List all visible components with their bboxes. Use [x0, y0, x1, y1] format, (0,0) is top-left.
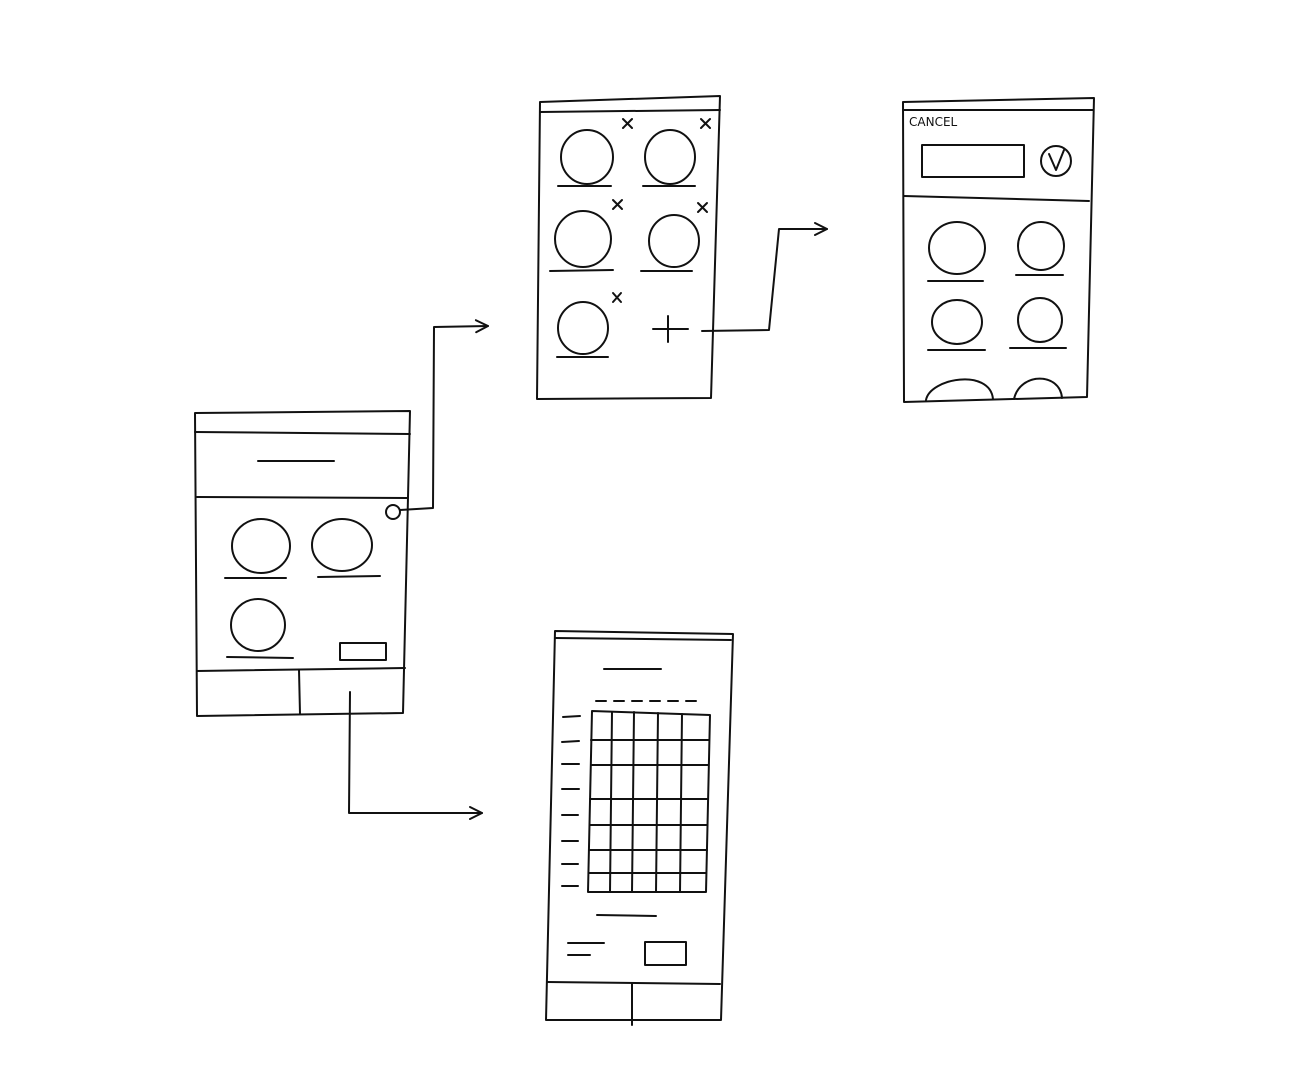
check-icon — [1048, 149, 1065, 171]
contact-avatar[interactable] — [644, 129, 696, 185]
remove-x-icon[interactable] — [612, 199, 623, 210]
tab-bar-divider — [546, 981, 721, 985]
contact-avatar[interactable] — [230, 598, 286, 652]
tab-bar-divider — [196, 667, 406, 672]
remove-x-icon[interactable] — [622, 118, 633, 129]
add-plus-icon[interactable] — [652, 315, 689, 343]
screen-edit-favorites — [536, 95, 721, 400]
time-labels — [561, 715, 581, 887]
screen-calendar — [545, 630, 734, 1026]
action-button[interactable] — [339, 642, 387, 661]
header-divider — [196, 496, 408, 499]
flow-arrow-edit-to-add — [701, 222, 828, 332]
contact-avatar-partial — [925, 378, 994, 401]
cancel-button[interactable]: CANCEL — [909, 115, 958, 129]
confirm-button[interactable] — [1040, 145, 1072, 177]
contact-avatar[interactable] — [928, 221, 986, 275]
status-bar-divider — [194, 431, 411, 435]
contact-avatar[interactable] — [931, 299, 983, 345]
tab-home[interactable] — [201, 672, 297, 712]
status-bar-divider — [554, 637, 732, 641]
tab-calendar[interactable] — [634, 986, 718, 1018]
remove-x-icon[interactable] — [697, 202, 708, 213]
screen-calendar-frame — [545, 630, 734, 1021]
contact-avatar[interactable] — [554, 210, 612, 268]
screen-home — [194, 410, 411, 717]
flow-arrow-home-to-edit — [399, 319, 489, 511]
remove-x-icon[interactable] — [612, 292, 622, 303]
contact-name-line — [549, 269, 614, 272]
contact-name-line — [226, 656, 294, 659]
contact-avatar[interactable] — [648, 214, 700, 268]
contact-name-line — [317, 575, 381, 578]
contact-avatar[interactable] — [557, 301, 609, 355]
header-divider — [903, 195, 1090, 202]
contact-avatar[interactable] — [560, 129, 614, 185]
calendar-grid[interactable] — [587, 710, 711, 893]
selected-day-line — [596, 914, 657, 917]
screen-home-frame — [194, 410, 411, 717]
screen-edit-frame — [536, 95, 721, 400]
tab-separator — [298, 669, 301, 715]
contact-avatar[interactable] — [231, 518, 291, 574]
tab-home[interactable] — [550, 986, 630, 1018]
status-bar-divider — [539, 109, 721, 113]
screen-add-frame — [902, 97, 1095, 403]
settings-button[interactable] — [385, 504, 401, 520]
contact-avatar[interactable] — [1017, 297, 1063, 343]
action-button[interactable] — [644, 941, 687, 966]
event-detail-lines — [567, 942, 605, 956]
search-input[interactable] — [921, 144, 1025, 178]
flow-arrow-home-to-calendar — [348, 691, 483, 820]
contact-avatar-partial — [1013, 377, 1063, 400]
contact-avatar[interactable] — [311, 518, 373, 572]
remove-x-icon[interactable] — [700, 118, 711, 129]
contact-avatar[interactable] — [1017, 221, 1065, 271]
screen-add-contact — [902, 97, 1095, 403]
